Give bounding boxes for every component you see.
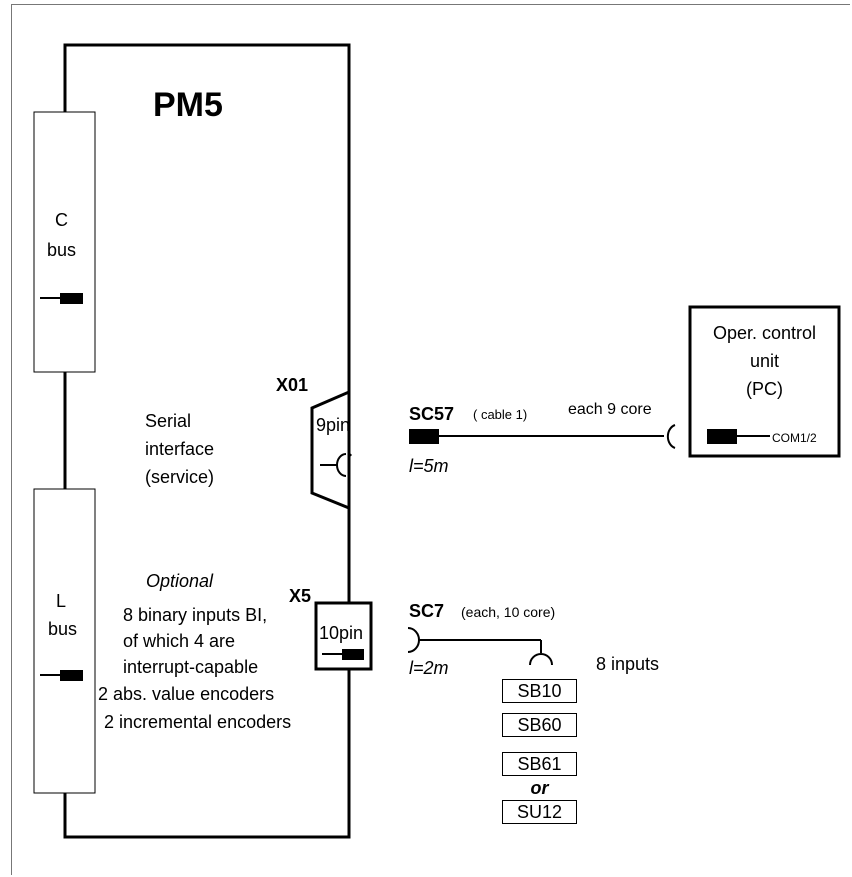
pc-label-line3: (PC) <box>746 379 783 399</box>
sc57-note: ( cable 1) <box>473 407 528 422</box>
x01-pin-mark <box>348 451 352 459</box>
pc-plug <box>707 429 737 444</box>
or-label: or <box>530 778 549 798</box>
l-bus-label-line2: bus <box>48 619 78 639</box>
sc7-end-arc <box>529 653 553 666</box>
x01-pins-label: 9pin <box>316 415 351 435</box>
board-su12: SU12 <box>502 800 577 824</box>
pc-label-line2: unit <box>749 351 780 371</box>
sc57-plug <box>409 429 439 444</box>
module-title: PM5 <box>153 86 223 124</box>
sc57-core: each 9 core <box>568 401 652 418</box>
l-bus-card <box>33 488 96 794</box>
pc-label-line1: Oper. control <box>712 323 817 343</box>
serial-label-line2: interface <box>145 439 215 459</box>
board-sb60: SB60 <box>502 713 577 737</box>
inputs-line4: 2 abs. value encoders <box>98 684 275 704</box>
diagram-frame <box>11 4 850 875</box>
pm5-module-outline <box>63 43 351 839</box>
x5-label: X5 <box>289 586 312 606</box>
x5-plug <box>342 649 364 660</box>
serial-label-line3: (service) <box>145 467 215 487</box>
sc57-socket-arc <box>666 424 676 449</box>
x5-pins-label: 10pin <box>319 623 364 643</box>
c-bus-card <box>33 111 96 373</box>
inputs-line3: interrupt-capable <box>123 657 259 677</box>
sc7-inputs-label: 8 inputs <box>596 654 660 674</box>
x01-connector <box>310 389 351 511</box>
inputs-line2: of which 4 are <box>123 631 236 651</box>
c-bus-label-line1: C <box>55 210 68 230</box>
board-sb61: SB61 <box>502 752 577 776</box>
l-bus-plug <box>60 670 83 681</box>
l-bus-label-line1: L <box>56 591 67 611</box>
c-bus-label-line2: bus <box>47 240 77 260</box>
board-sb10: SB10 <box>502 679 577 703</box>
optional-label: Optional <box>146 571 214 591</box>
c-bus-plug <box>60 293 83 304</box>
x01-label: X01 <box>276 375 309 395</box>
sc7-length: l=2m <box>409 658 449 678</box>
serial-label-line1: Serial <box>145 411 192 431</box>
inputs-line5: 2 incremental encoders <box>104 712 292 732</box>
sc57-length: l=5m <box>409 456 449 476</box>
sc7-socket-arc <box>407 627 420 653</box>
inputs-line1: 8 binary inputs BI, <box>123 605 268 625</box>
sc57-label: SC57 <box>409 404 455 424</box>
sc7-label: SC7 <box>409 601 445 621</box>
pc-port-label: COM1/2 <box>772 431 817 445</box>
sc7-note: (each, 10 core) <box>461 604 556 620</box>
x01-socket-arc <box>336 453 347 477</box>
